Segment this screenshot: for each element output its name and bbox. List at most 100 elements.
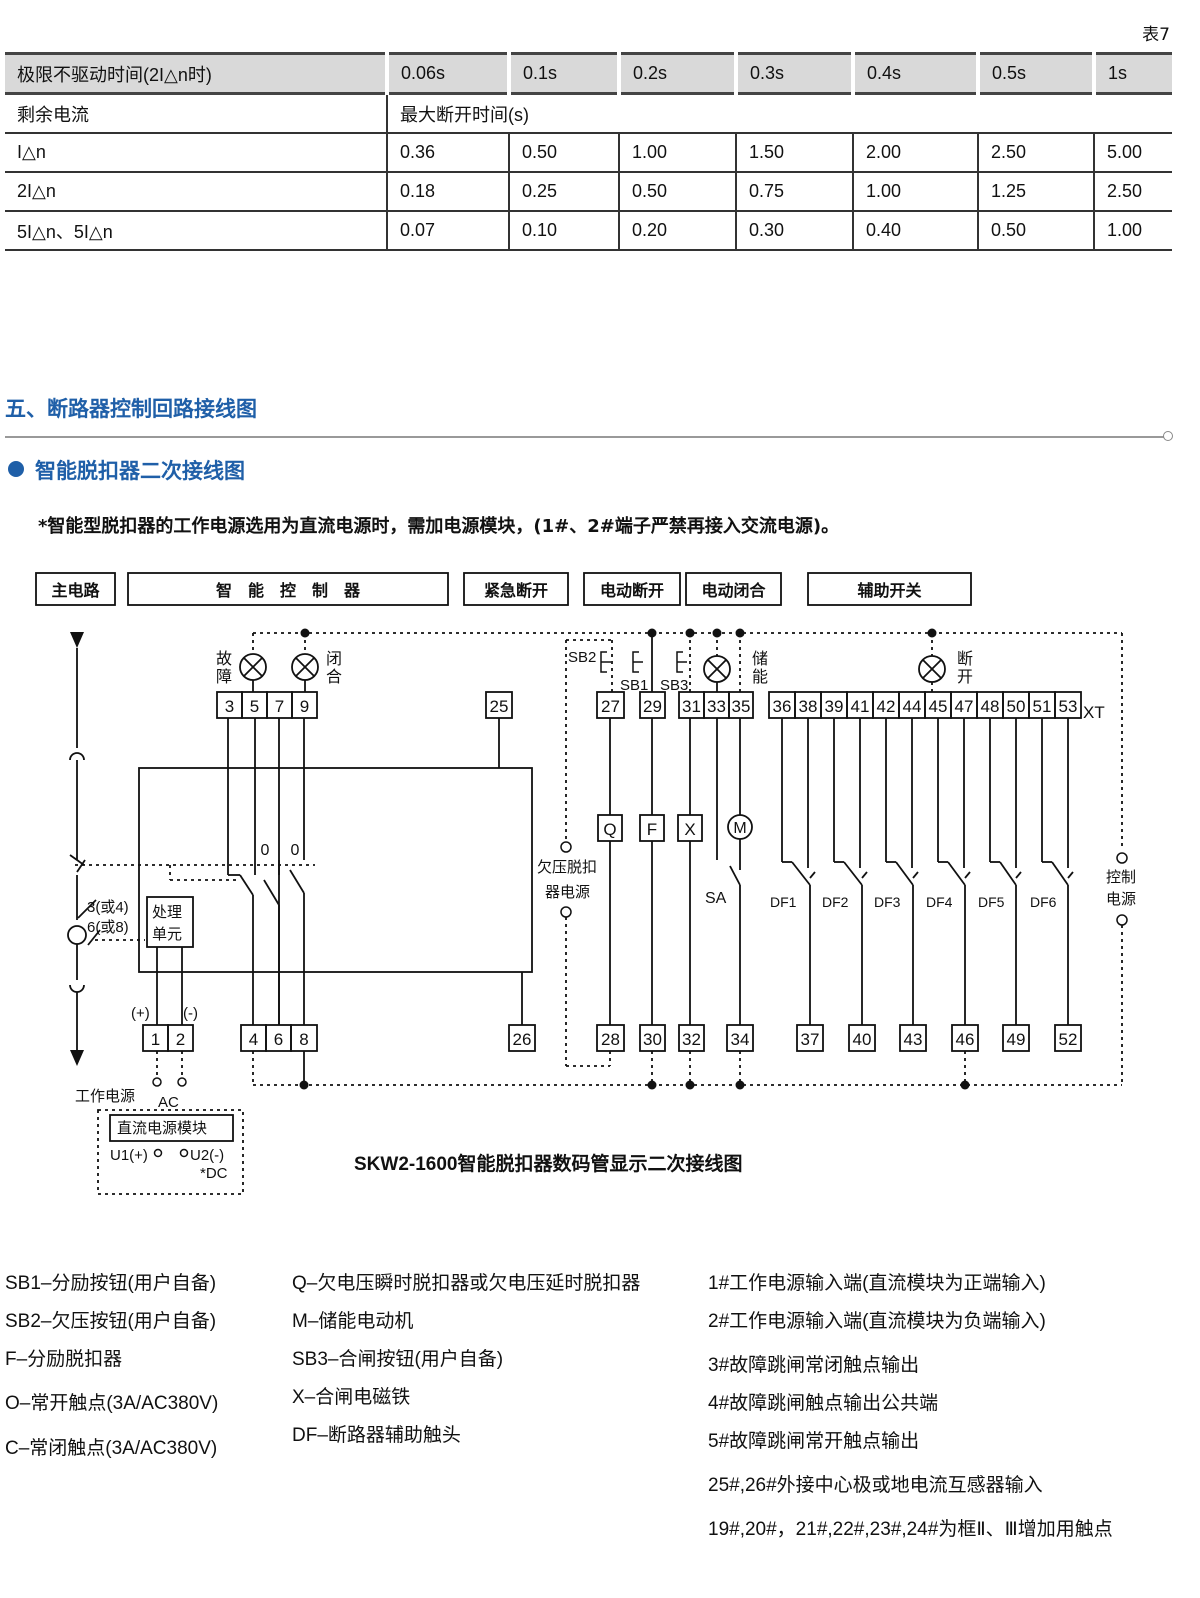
aux-contact-label: DF3 (874, 894, 901, 910)
legend-item: 3#故障跳闸常闭触点输出 (708, 1355, 920, 1376)
header-cell: 0.4s (851, 52, 978, 95)
dc-label: *DC (200, 1165, 228, 1182)
terminal-box (728, 691, 754, 719)
table-cell: 0.20 (618, 211, 736, 251)
junction-dot (647, 1080, 657, 1090)
terminal-number: 29 (643, 697, 662, 716)
button-label-sb3: SB3 (660, 677, 688, 694)
table-cell: 5.00 (1093, 133, 1172, 173)
arrow-down-icon (70, 632, 84, 648)
table-cell: 0.30 (735, 211, 853, 251)
terminal-number: 30 (643, 1030, 662, 1049)
terminal-number: 41 (851, 697, 870, 716)
terminal-number: 37 (801, 1030, 820, 1049)
terminal-box (678, 1024, 705, 1052)
terminal-number: 26 (513, 1030, 532, 1049)
aux-contact-label: DF1 (770, 894, 797, 910)
terminal-circle (1116, 852, 1128, 864)
contact-arc (69, 984, 85, 993)
terminal-number: 45 (929, 697, 948, 716)
coil-label: F (647, 820, 657, 839)
terminal-number: 44 (903, 697, 922, 716)
section-header-label: 紧急断开 (484, 581, 548, 600)
processing-label: 单元 (152, 926, 182, 943)
polarity-label: (+) (131, 1005, 150, 1022)
terminal-number: 5 (250, 697, 259, 716)
junction-dot (685, 628, 695, 638)
button-label-sb2: SB2 (568, 649, 596, 666)
terminal-number: 28 (601, 1030, 620, 1049)
storage-lamp-icon-cross (707, 659, 727, 679)
terminal-number: 38 (799, 697, 818, 716)
terminal-number: 4 (249, 1030, 258, 1049)
header-cell: 0.3s (734, 52, 853, 95)
section-header-box (463, 572, 569, 606)
header-cell: 0.5s (976, 52, 1094, 95)
table-cell: 0.50 (508, 133, 619, 173)
ct-label: 3(或4) (87, 899, 129, 916)
header-cell: 1s (1092, 52, 1172, 95)
wire (1067, 871, 1074, 879)
terminal-number: 43 (904, 1030, 923, 1049)
sa-label: SA (705, 890, 727, 907)
controller-box (138, 767, 533, 973)
terminal-number: 2 (176, 1030, 185, 1049)
wire (791, 861, 811, 886)
terminal-number: 52 (1059, 1030, 1078, 1049)
section-header-label: 主电路 (51, 581, 100, 600)
section-header-box (35, 572, 116, 606)
terminal-number: 31 (682, 697, 701, 716)
section-header-box (127, 572, 449, 606)
terminal-box (167, 1024, 194, 1052)
table-cell: 1.00 (852, 172, 978, 212)
terminal-circle (153, 1148, 163, 1158)
terminal-number: 8 (299, 1030, 308, 1049)
wire (947, 861, 966, 886)
processing-label: 处理 (152, 904, 182, 921)
motor-label: M (733, 820, 746, 837)
table-cell: 0.18 (386, 172, 509, 212)
current-transformer-icon (67, 925, 87, 945)
terminal-number: 32 (682, 1030, 701, 1049)
table-cell: 1.25 (977, 172, 1094, 212)
section-header-box (807, 572, 972, 606)
ac-label: AC (158, 1094, 179, 1111)
wire (87, 929, 101, 946)
section-header-box (583, 572, 681, 606)
section-header-label: 电动闭合 (701, 581, 766, 600)
contact-label: 0 (291, 842, 300, 859)
junction-dot (735, 1080, 745, 1090)
terminal-number: 53 (1059, 697, 1078, 716)
terminal-number: 42 (877, 697, 896, 716)
terminal-number: 9 (300, 697, 309, 716)
wire (69, 854, 85, 866)
legend-item: C–常闭触点(3A/AC380V) (5, 1438, 218, 1459)
legend-item: F–分励脱扣器 (5, 1349, 123, 1370)
section-divider (5, 436, 1165, 438)
legend-item: SB2–欠压按钮(用户自备) (5, 1311, 217, 1332)
terminal-number: 51 (1033, 697, 1052, 716)
junction-dot (299, 1080, 309, 1090)
terminal-number: 35 (732, 697, 751, 716)
wire (77, 899, 97, 919)
table-cell: I△n (5, 133, 387, 173)
table-header-row: 极限不驱动时间(2I△n时) 0.06s 0.1s 0.2s 0.3s 0.4s… (5, 52, 1172, 95)
terminal-circle (177, 1077, 187, 1087)
terminal-number: 33 (707, 697, 726, 716)
terminal-number: 47 (955, 697, 974, 716)
table-cell: 0.07 (386, 211, 509, 251)
bullet-icon (8, 461, 24, 477)
arrow-down-icon (70, 1050, 84, 1066)
legend-item: O–常开触点(3A/AC380V) (5, 1393, 219, 1414)
wire (729, 865, 741, 886)
wire (895, 861, 914, 886)
lamp-label: 故 (216, 650, 232, 668)
wire (263, 879, 280, 906)
table-cell: 2I△n (5, 172, 387, 212)
table-cell: 2.50 (1093, 172, 1172, 212)
work-power-label: 工作电源 (75, 1088, 135, 1105)
lamp-label: 断 (957, 650, 973, 668)
terminal-number: 36 (773, 697, 792, 716)
table-cell: 0.25 (508, 172, 619, 212)
dc-module-label: 直流电源模块 (117, 1120, 207, 1137)
